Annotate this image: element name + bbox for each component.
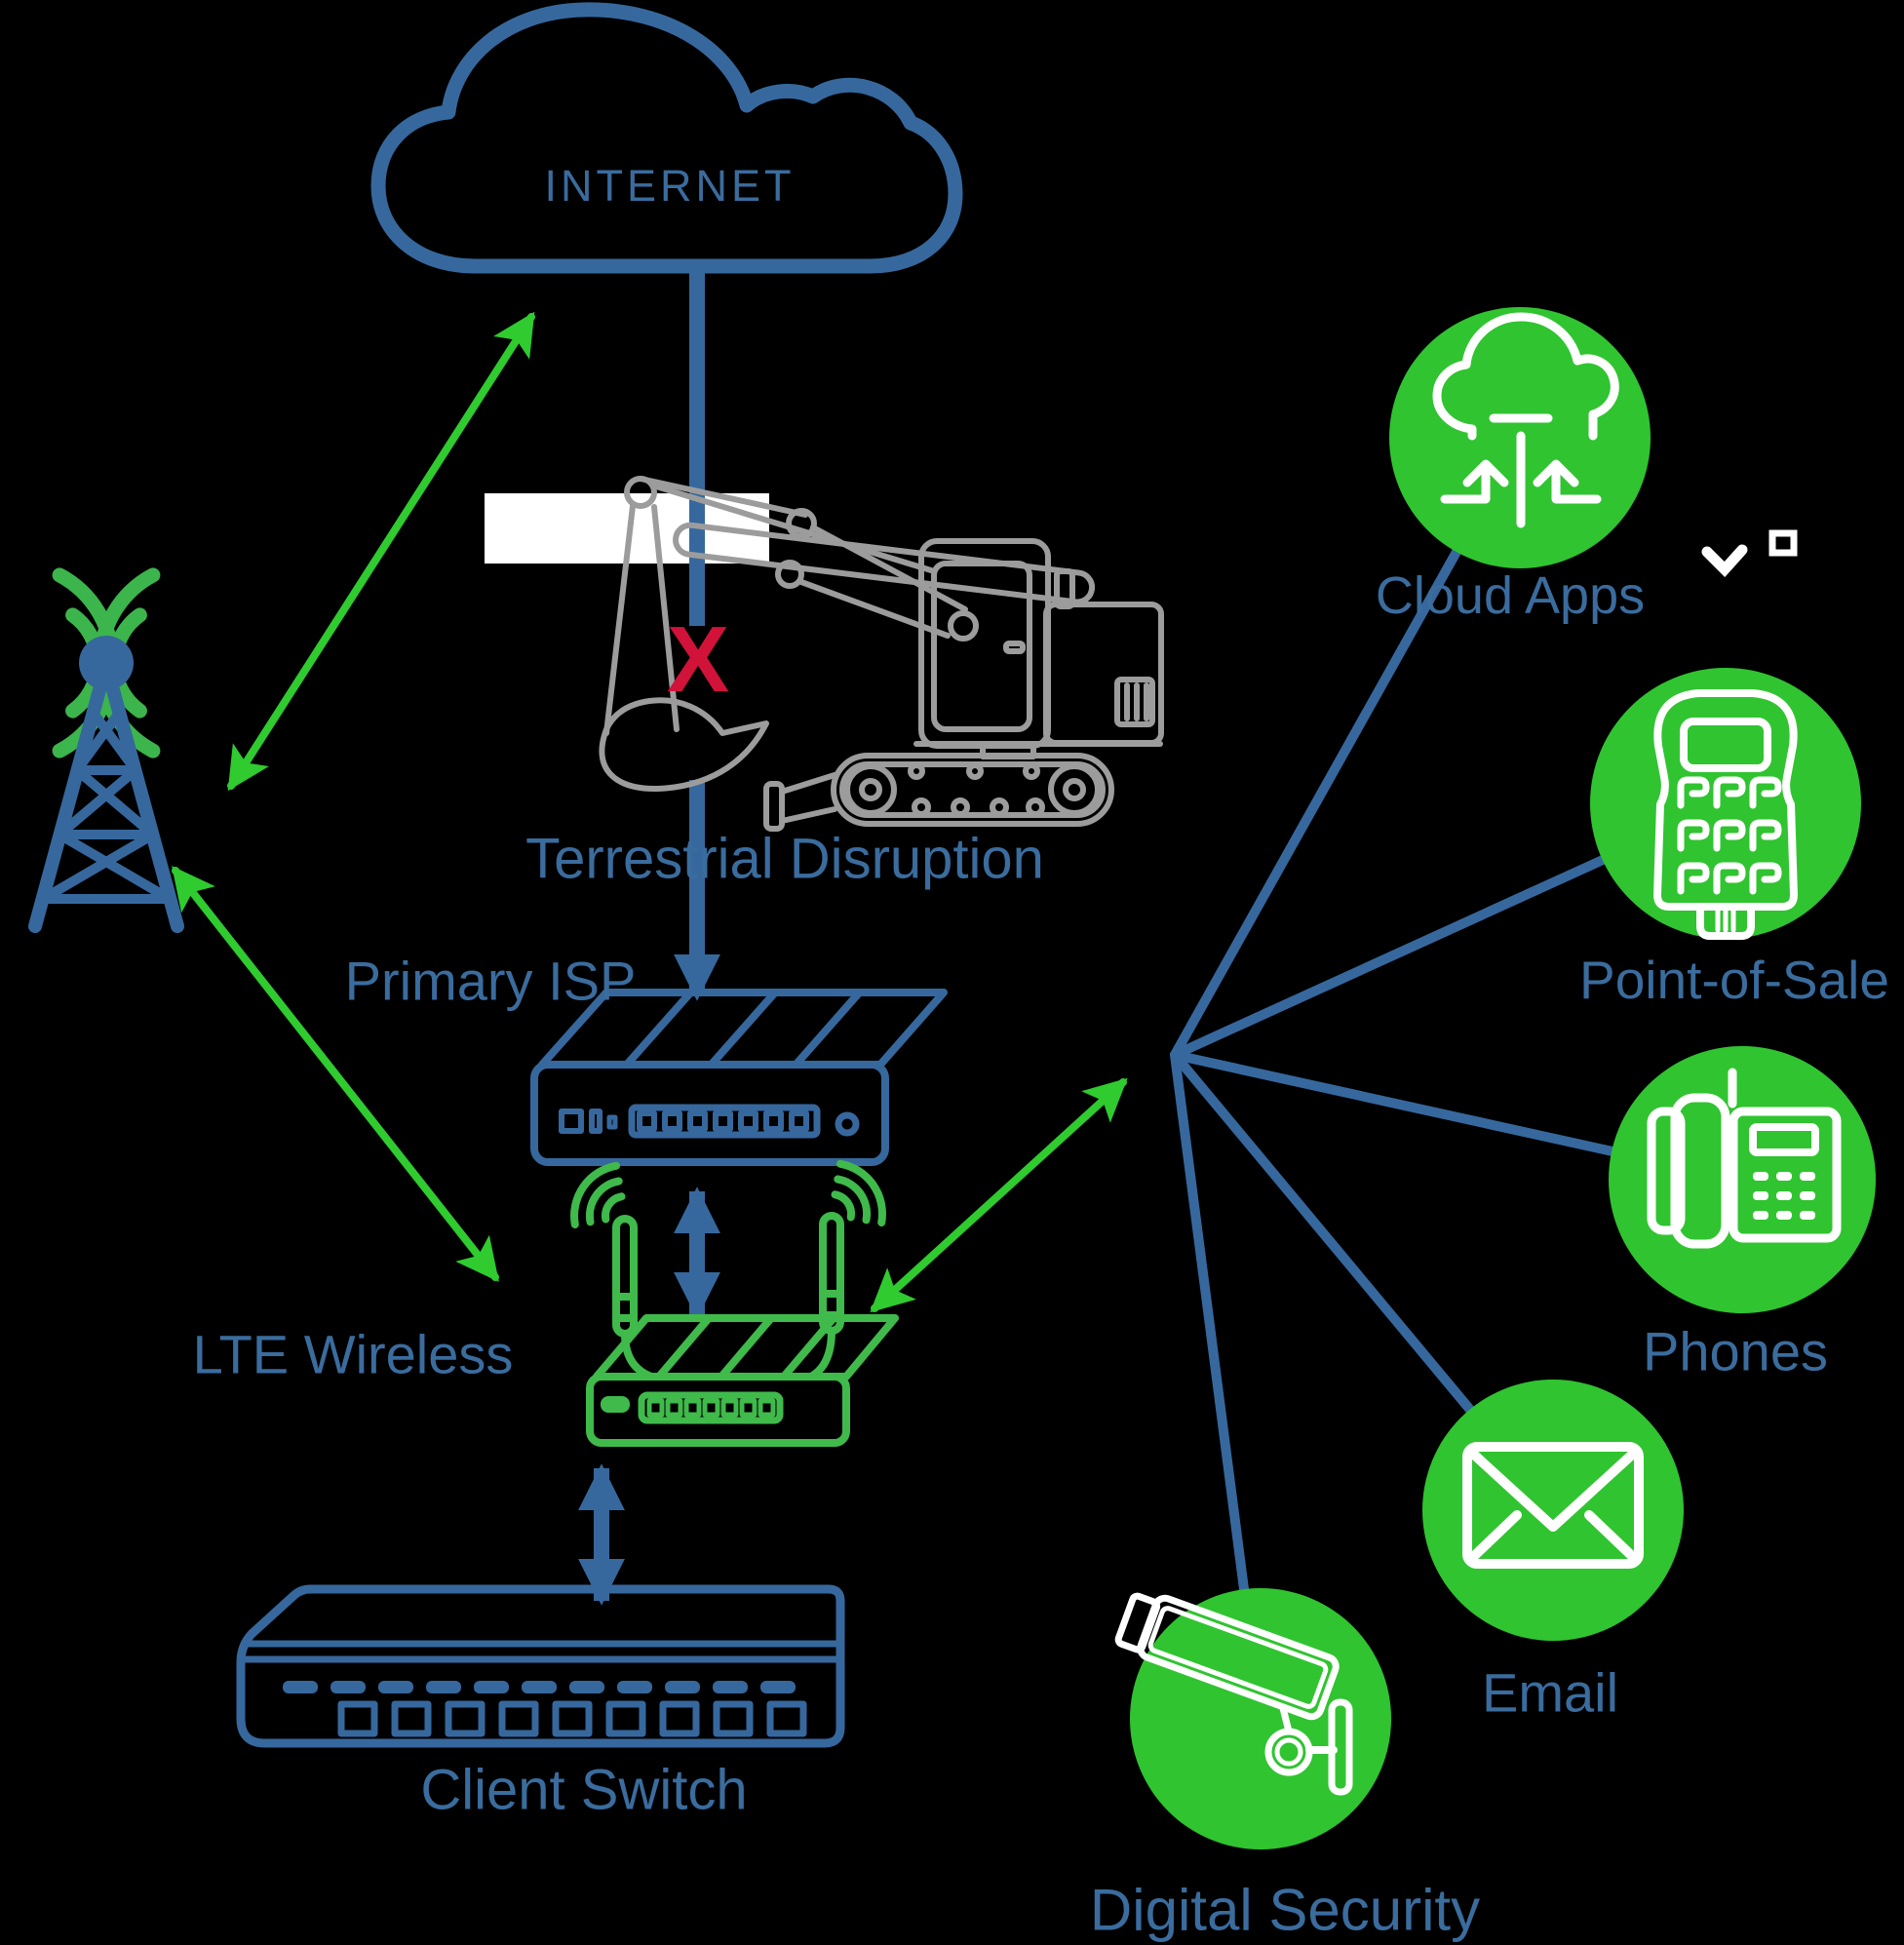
client-switch-icon <box>236 1584 845 1748</box>
internet-cloud-icon <box>370 2 963 274</box>
email-label: Email <box>1481 1661 1619 1724</box>
services-fanout-lines <box>1170 547 1617 1594</box>
tower-to-lte-router-arrow <box>172 866 499 1282</box>
phones-icon <box>1609 1046 1876 1313</box>
excavator-icon <box>599 476 1164 832</box>
digital-security-icon <box>1114 1588 1391 1849</box>
email-icon <box>1422 1380 1684 1641</box>
phones-label: Phones <box>1643 1320 1828 1382</box>
primary-isp-label: Primary ISP <box>344 950 637 1012</box>
switch-ports <box>337 1700 807 1737</box>
chevron-down-icon <box>1701 544 1748 577</box>
internet-label: INTERNET <box>544 161 796 211</box>
decorative-glyphs <box>1701 529 1798 577</box>
disruption-x-mark: X <box>666 607 730 712</box>
cloud-apps-label: Cloud Apps <box>1375 566 1646 625</box>
lte-router-to-services-arrow <box>870 1077 1128 1313</box>
switch-port-leds <box>283 1681 796 1693</box>
cell-tower-icon <box>28 567 184 933</box>
point-of-sale-icon <box>1590 668 1861 940</box>
client-switch-label: Client Switch <box>420 1758 748 1822</box>
lte-wireless-label: LTE Wireless <box>192 1323 514 1385</box>
primary-isp-router-icon <box>530 989 948 1166</box>
digital-security-label: Digital Security <box>1089 1877 1481 1943</box>
point-of-sale-label: Point-of-Sale <box>1579 950 1889 1010</box>
terrestrial-disruption-label: Terrestrial Disruption <box>525 827 1044 891</box>
tower-to-internet-arrow <box>227 311 535 792</box>
small-square-icon <box>1768 529 1798 557</box>
cloud-apps-icon <box>1389 307 1651 568</box>
lte-router-icon <box>570 1159 899 1447</box>
wireless-path-arrows <box>172 311 1128 1313</box>
